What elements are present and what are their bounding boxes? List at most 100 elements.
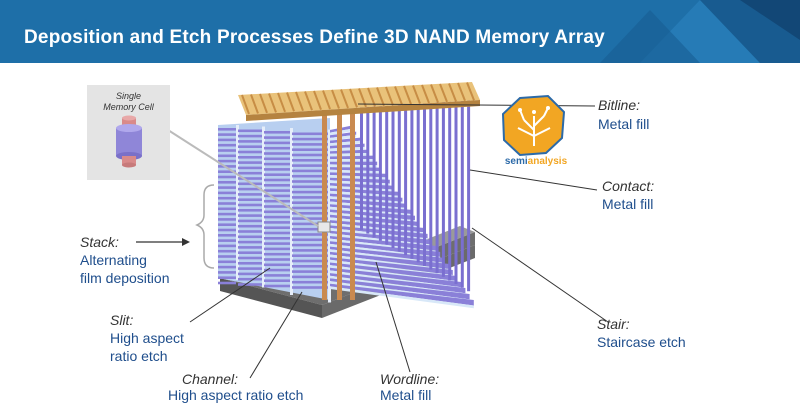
film-layer: [292, 259, 328, 263]
film-layer: [292, 196, 328, 199]
bitlines: [238, 82, 480, 121]
bitline-stripe: [277, 92, 286, 113]
contact-rod: [467, 89, 471, 292]
film-layer: [218, 143, 236, 147]
film-layer: [218, 212, 236, 216]
inset-label-line1: Single: [115, 91, 142, 101]
film-layer: [292, 153, 328, 157]
film-layer: [218, 244, 236, 248]
film-layer: [264, 152, 290, 155]
slit: [262, 126, 265, 288]
contact-rod: [404, 95, 408, 256]
bitline-stripe: [286, 92, 295, 112]
film-layer: [238, 251, 262, 254]
bitline-stripe: [340, 89, 349, 109]
logo-word-analysis: analysis: [527, 156, 568, 167]
contact-term: Contact:: [602, 178, 655, 194]
stair-layer: [330, 262, 457, 282]
channel-pillar: [322, 110, 327, 300]
slit-term: Slit:: [110, 312, 134, 328]
film-layer: [292, 201, 328, 204]
film-layer: [238, 256, 262, 260]
film-layer: [218, 133, 236, 136]
bitline-stripe: [466, 82, 475, 101]
film-layer: [218, 265, 236, 269]
film-layer: [264, 184, 290, 187]
contact-desc: Metal fill: [602, 196, 654, 212]
contact-rod: [441, 92, 445, 277]
film-layer: [292, 233, 328, 236]
channel-leader-line: [249, 291, 303, 379]
film-layer: [292, 190, 328, 194]
channel-term: Channel:: [182, 371, 239, 387]
film-layer: [292, 243, 328, 247]
stair-layer: [330, 236, 436, 251]
film-layer: [218, 234, 236, 237]
stair-term: Stair:: [597, 316, 630, 332]
stair-layer: [330, 193, 403, 202]
film-layer: [264, 131, 290, 134]
film-layer: [264, 284, 290, 288]
film-layer: [218, 260, 236, 264]
film-layer: [292, 169, 328, 173]
bitline-stripe: [268, 93, 277, 113]
film-layer: [264, 221, 290, 224]
film-layer: [264, 263, 290, 267]
film-layer: [264, 279, 290, 282]
film-layer: [238, 182, 262, 186]
film-layer: [292, 265, 328, 268]
film-layer: [292, 206, 328, 210]
film-layer: [238, 161, 262, 164]
bitline-stripe: [313, 90, 322, 110]
film-layer: [238, 224, 262, 228]
film-layer: [292, 227, 328, 231]
film-layer: [264, 205, 290, 208]
channel-pillar: [337, 110, 342, 300]
film-layer: [264, 210, 290, 214]
film-layer: [238, 267, 262, 270]
inset-leader-line: [167, 129, 319, 227]
film-layer: [238, 198, 262, 201]
slit: [290, 128, 293, 295]
bitline-stripe: [421, 84, 430, 104]
bitline-stripe: [322, 90, 331, 110]
film-layer: [218, 186, 236, 189]
film-layer: [292, 212, 328, 215]
film-layer: [264, 247, 290, 251]
slit-desc-line2: ratio etch: [110, 348, 168, 364]
bitline-stripe: [385, 86, 394, 106]
bitline-stripe: [241, 94, 250, 115]
channel-pillar: [350, 110, 355, 300]
stack-desc-line1: Alternating: [80, 252, 147, 268]
stair-layer: [330, 283, 474, 306]
film-layer: [218, 281, 236, 285]
contact-rod: [460, 90, 464, 288]
contact-rod: [454, 91, 458, 284]
stair-gap: [330, 134, 357, 141]
film-layer: [218, 138, 236, 142]
film-layer: [264, 274, 290, 277]
film-layer: [218, 218, 236, 221]
bitline-stripe: [403, 85, 412, 105]
bitline-stripe: [448, 83, 457, 102]
bitline-stripe: [250, 94, 259, 114]
film-layer: [264, 162, 290, 166]
stair-leader-line: [471, 227, 609, 323]
bitline-stripe: [412, 85, 421, 104]
bitline-desc: Metal fill: [598, 116, 650, 132]
bitline-stripe: [439, 83, 448, 103]
film-layer: [238, 129, 262, 133]
film-layer: [238, 193, 262, 196]
film-layer: [238, 219, 262, 223]
stair-gap: [330, 175, 386, 181]
contact-rod: [378, 98, 382, 241]
contact-rod: [385, 97, 389, 245]
film-layer: [292, 143, 328, 146]
film-layer: [264, 178, 290, 182]
film-layer: [264, 268, 290, 272]
film-layer: [218, 181, 236, 184]
contact-rod: [435, 92, 439, 274]
film-layer: [264, 136, 290, 139]
film-layer: [292, 275, 328, 279]
wordline-leader-line: [375, 261, 411, 373]
